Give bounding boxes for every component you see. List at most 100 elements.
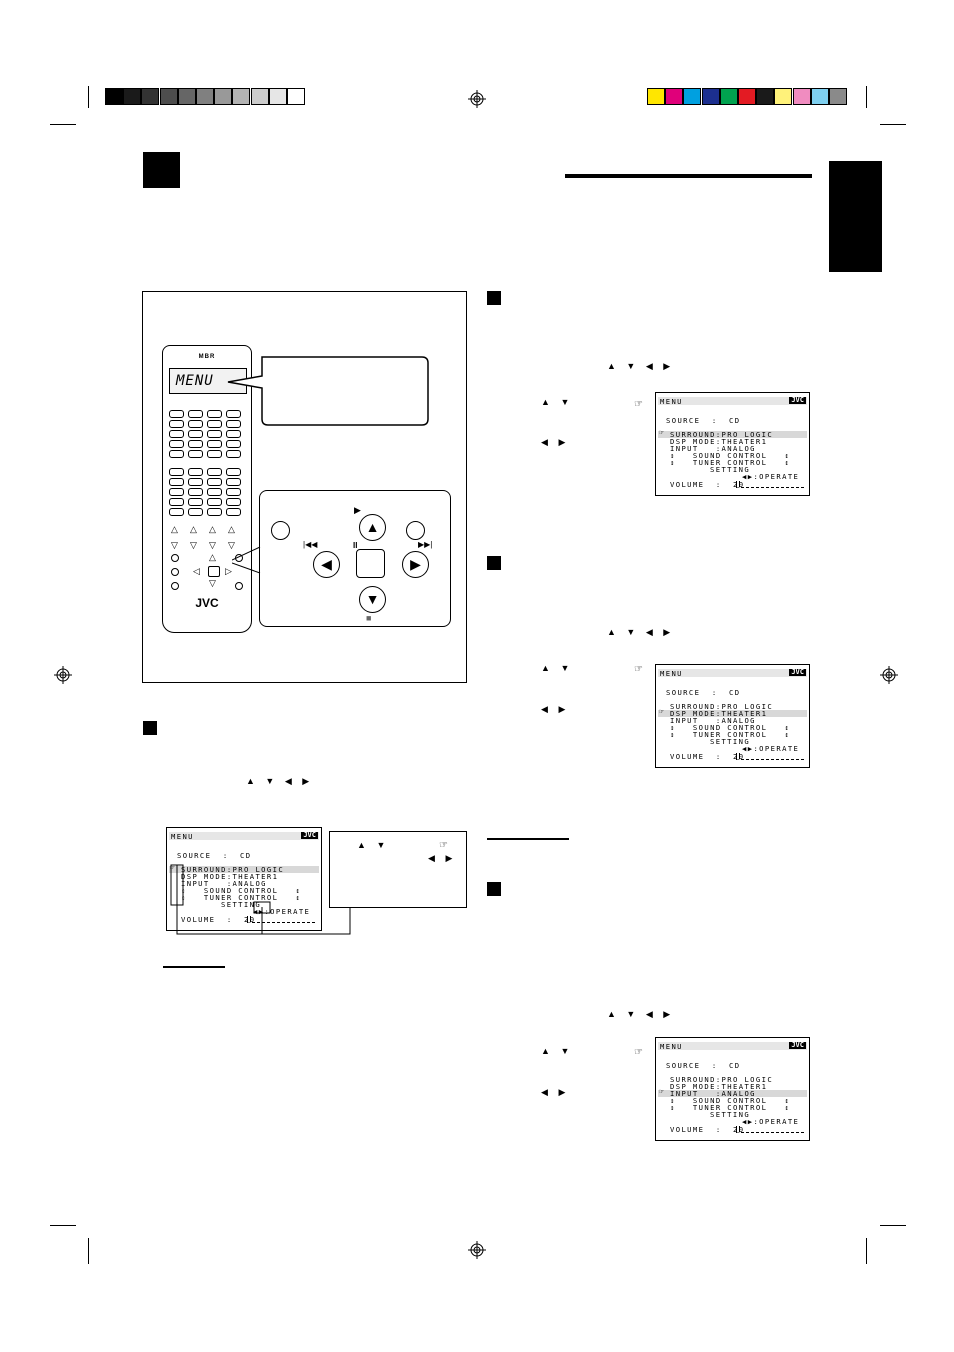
- remote-round-key[interactable]: [171, 582, 179, 590]
- remote-button[interactable]: [169, 508, 184, 516]
- remote-button[interactable]: [188, 508, 203, 516]
- remote-button[interactable]: [207, 488, 222, 496]
- remote-cursor-key[interactable]: △: [209, 552, 216, 562]
- registration-mark-icon: [468, 90, 486, 108]
- remote-cursor-key[interactable]: ▽: [209, 578, 216, 588]
- registration-mark-icon: [880, 666, 898, 684]
- remote-button[interactable]: [169, 440, 184, 448]
- remote-cursor-key[interactable]: ◁: [193, 566, 200, 576]
- remote-button[interactable]: [169, 478, 184, 486]
- remote-button[interactable]: [226, 420, 241, 428]
- remote-button[interactable]: [169, 430, 184, 438]
- osd-menu-line: SETTING: [221, 900, 262, 909]
- remote-down-key[interactable]: ▽: [209, 540, 216, 550]
- remote-up-key[interactable]: △: [209, 524, 216, 534]
- remote-button[interactable]: [226, 478, 241, 486]
- note-rule: [163, 966, 225, 968]
- remote-button[interactable]: [207, 478, 222, 486]
- remote-button[interactable]: [207, 430, 222, 438]
- remote-button[interactable]: [169, 498, 184, 506]
- remote-brand: JVC: [195, 596, 219, 610]
- remote-button[interactable]: [188, 468, 203, 476]
- remote-button[interactable]: [226, 440, 241, 448]
- remote-button[interactable]: [188, 440, 203, 448]
- remote-button[interactable]: [226, 498, 241, 506]
- remote-button[interactable]: [207, 420, 222, 428]
- remote-round-key[interactable]: [171, 568, 179, 576]
- left-icon: ◀: [541, 704, 552, 714]
- cursor-down-button[interactable]: ▼: [359, 586, 386, 613]
- remote-button[interactable]: [226, 410, 241, 418]
- remote-button[interactable]: [226, 508, 241, 516]
- osd-menu-line: SETTING: [710, 1110, 751, 1119]
- up-down-arrows-icon: ▲ ▼: [541, 1046, 573, 1056]
- remote-button[interactable]: [169, 488, 184, 496]
- keypad-side-button-right[interactable]: [406, 521, 425, 540]
- remote-button[interactable]: [207, 440, 222, 448]
- remote-down-key[interactable]: ▽: [228, 540, 235, 550]
- crop-mark: [880, 124, 906, 125]
- crop-mark: [866, 1238, 867, 1264]
- rewind-icon: |◀◀: [303, 540, 318, 549]
- osd-title: MENU: [660, 669, 683, 678]
- osd-header-bar: [169, 832, 319, 840]
- osd-menu-line: ◀▶:OPERATE: [742, 1117, 800, 1126]
- remote-button[interactable]: [169, 468, 184, 476]
- remote-round-key[interactable]: [235, 582, 243, 590]
- remote-button[interactable]: [207, 450, 222, 458]
- remote-button[interactable]: [169, 410, 184, 418]
- color-swatch: [232, 88, 251, 105]
- remote-button[interactable]: [226, 450, 241, 458]
- remote-button[interactable]: [207, 468, 222, 476]
- remote-button[interactable]: [226, 430, 241, 438]
- remote-round-key[interactable]: [171, 554, 179, 562]
- remote-button[interactable]: [207, 498, 222, 506]
- note-rule: [487, 838, 569, 840]
- left-right-arrows-icon: ◀ ▶: [541, 437, 569, 448]
- remote-top-label: MBR: [198, 354, 216, 360]
- remote-button[interactable]: [188, 430, 203, 438]
- remote-button[interactable]: [188, 410, 203, 418]
- remote-up-key[interactable]: △: [228, 524, 235, 534]
- remote-button[interactable]: [188, 450, 203, 458]
- step-marker: [143, 721, 157, 735]
- osd-menu-line: SETTING: [710, 737, 751, 746]
- right-icon: ▶: [558, 704, 570, 714]
- remote-button[interactable]: [188, 420, 203, 428]
- remote-button[interactable]: [188, 478, 203, 486]
- up-down-arrows-icon: ▲ ▼: [541, 397, 573, 407]
- remote-cursor-key[interactable]: ▷: [225, 566, 232, 576]
- down-icon: ▼: [560, 1046, 574, 1056]
- color-swatch: [268, 88, 287, 105]
- osd-volume-bar: [736, 481, 804, 488]
- remote-down-key[interactable]: ▽: [190, 540, 197, 550]
- left-right-arrows-icon: ◀ ▶: [541, 704, 569, 715]
- up-down-arrows-icon: ▲ ▼: [541, 663, 573, 673]
- remote-button[interactable]: [169, 450, 184, 458]
- remote-button[interactable]: [169, 420, 184, 428]
- cursor-right-button[interactable]: ▶: [402, 551, 429, 578]
- remote-button[interactable]: [207, 410, 222, 418]
- remote-button[interactable]: [188, 498, 203, 506]
- enter-button[interactable]: [356, 549, 385, 578]
- callout-leader-lines: [170, 864, 351, 935]
- callout-box: [329, 831, 467, 908]
- up-icon: ▲: [541, 1046, 554, 1056]
- remote-down-key[interactable]: ▽: [171, 540, 178, 550]
- osd-header-bar: [658, 1042, 807, 1050]
- right-icon: ▶: [558, 1087, 570, 1097]
- osd-header-bar: [658, 669, 807, 677]
- remote-up-key[interactable]: △: [190, 524, 197, 534]
- down-icon: ▼: [560, 397, 574, 407]
- remote-enter-key[interactable]: [208, 566, 220, 577]
- remote-button[interactable]: [226, 468, 241, 476]
- remote-button[interactable]: [226, 488, 241, 496]
- remote-button[interactable]: [207, 508, 222, 516]
- remote-button[interactable]: [188, 488, 203, 496]
- remote-up-key[interactable]: △: [171, 524, 178, 534]
- osd-brand: JVC: [789, 668, 806, 676]
- cursor-left-button[interactable]: ◀: [313, 551, 340, 578]
- keypad-side-button-left[interactable]: [271, 521, 290, 540]
- cursor-up-button[interactable]: ▲: [359, 514, 386, 541]
